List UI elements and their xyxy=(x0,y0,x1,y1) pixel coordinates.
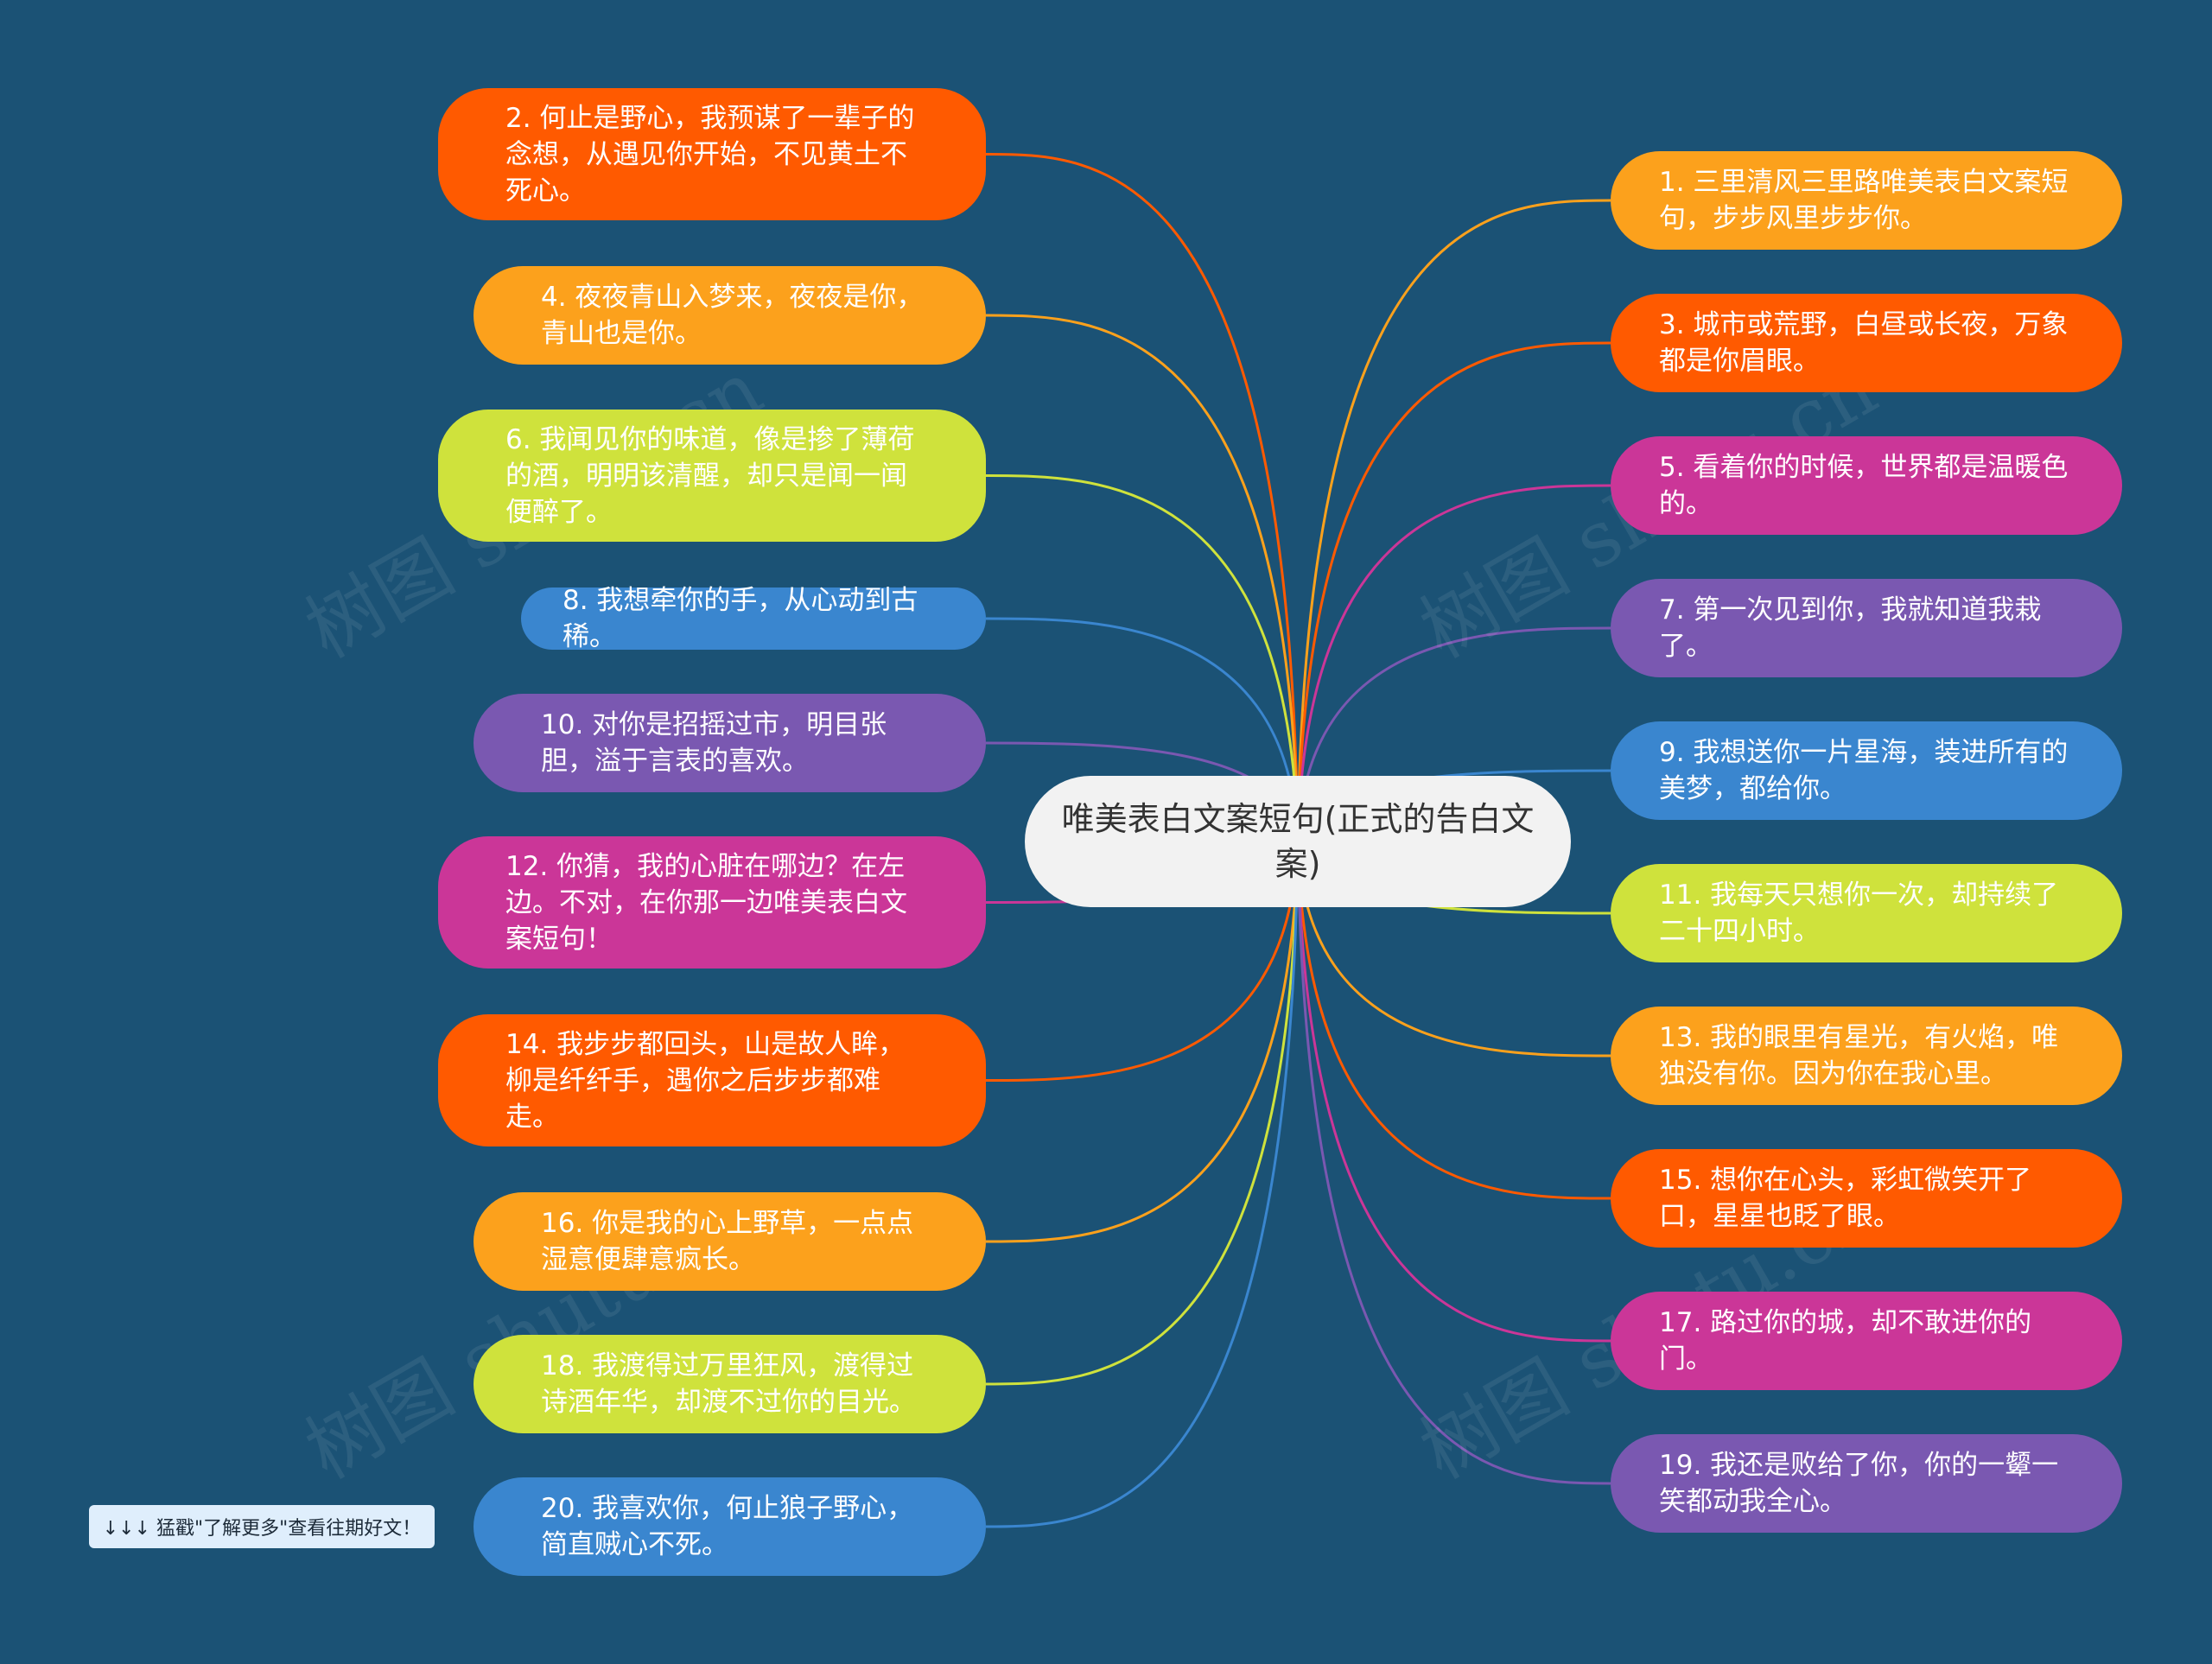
branch-node-14[interactable]: 14. 我步步都回头，山是故人眸，柳是纤纤手，遇你之后步步都难走。 xyxy=(438,1014,986,1146)
learn-more-link[interactable]: ↓↓↓ 猛戳"了解更多"查看往期好文！ xyxy=(89,1505,435,1548)
connector-n7 xyxy=(1296,626,1611,842)
branch-node-10[interactable]: 10. 对你是招摇过市，明目张胆，溢于言表的喜欢。 xyxy=(474,694,986,792)
connector-n20 xyxy=(985,841,1300,1528)
branch-node-6[interactable]: 6. 我闻见你的味道，像是掺了薄荷的酒，明明该清醒，却只是闻一闻便醉了。 xyxy=(438,410,986,542)
branch-label: 12. 你猜，我的心脏在哪边？在左边。不对，在你那一边唯美表白文案短句！ xyxy=(505,850,907,955)
branch-node-19[interactable]: 19. 我还是败给了你，你的一颦一笑都动我全心。 xyxy=(1611,1434,2122,1533)
branch-label: 3. 城市或荒野，白昼或长夜，万象都是你眉眼。 xyxy=(1659,309,2069,377)
branch-label: 19. 我还是败给了你，你的一颦一笑都动我全心。 xyxy=(1659,1450,2059,1517)
branch-label: 5. 看着你的时候，世界都是温暖色的。 xyxy=(1659,452,2069,519)
branch-node-9[interactable]: 9. 我想送你一片星海，装进所有的美梦，都给你。 xyxy=(1611,721,2122,820)
branch-node-8[interactable]: 8. 我想牵你的手，从心动到古稀。 xyxy=(521,585,986,652)
connector-n6 xyxy=(985,474,1300,842)
branch-label: 2. 何止是野心，我预谋了一辈子的念想，从遇见你开始，不见黄土不死心。 xyxy=(505,102,915,206)
branch-label: 13. 我的眼里有星光，有火焰，唯独没有你。因为你在我心里。 xyxy=(1659,1022,2059,1089)
branch-node-12[interactable]: 12. 你猜，我的心脏在哪边？在左边。不对，在你那一边唯美表白文案短句！ xyxy=(438,836,986,969)
branch-label: 15. 想你在心头，彩虹微笑开了口，星星也眨了眼。 xyxy=(1659,1165,2032,1232)
connector-n15 xyxy=(1296,841,1611,1200)
branch-label: 10. 对你是招摇过市，明目张胆，溢于言表的喜欢。 xyxy=(541,709,887,777)
branch-node-2[interactable]: 2. 何止是野心，我预谋了一辈子的念想，从遇见你开始，不见黄土不死心。 xyxy=(438,88,986,220)
connector-n2 xyxy=(985,153,1300,842)
learn-more-label: ↓↓↓ 猛戳"了解更多"查看往期好文！ xyxy=(102,1518,422,1540)
branch-label: 7. 第一次见到你，我就知道我栽了。 xyxy=(1659,594,2042,662)
branch-node-16[interactable]: 16. 你是我的心上野草，一点点湿意便肆意疯长。 xyxy=(474,1192,986,1291)
branch-node-7[interactable]: 7. 第一次见到你，我就知道我栽了。 xyxy=(1611,579,2122,677)
connector-n19 xyxy=(1296,841,1611,1485)
branch-node-20[interactable]: 20. 我喜欢你，何止狼子野心，简直贼心不死。 xyxy=(474,1477,986,1576)
center-topic-label: 唯美表白文案短句(正式的告白文案) xyxy=(1061,800,1535,883)
connector-n17 xyxy=(1296,841,1611,1343)
branch-node-15[interactable]: 15. 想你在心头，彩虹微笑开了口，星星也眨了眼。 xyxy=(1611,1149,2122,1248)
connector-n5 xyxy=(1296,484,1611,842)
branch-node-17[interactable]: 17. 路过你的城，却不敢进你的门。 xyxy=(1611,1292,2122,1390)
branch-node-5[interactable]: 5. 看着你的时候，世界都是温暖色的。 xyxy=(1611,436,2122,535)
branch-label: 1. 三里清风三里路唯美表白文案短句，步步风里步步你。 xyxy=(1659,167,2069,234)
branch-label: 8. 我想牵你的手，从心动到古稀。 xyxy=(563,585,918,652)
branch-node-13[interactable]: 13. 我的眼里有星光，有火焰，唯独没有你。因为你在我心里。 xyxy=(1611,1007,2122,1105)
branch-label: 11. 我每天只想你一次，却持续了二十四小时。 xyxy=(1659,880,2059,947)
branch-node-18[interactable]: 18. 我渡得过万里狂风，渡得过诗酒年华，却渡不过你的目光。 xyxy=(474,1335,986,1433)
branch-node-4[interactable]: 4. 夜夜青山入梦来，夜夜是你，青山也是你。 xyxy=(474,266,986,365)
branch-label: 16. 你是我的心上野草，一点点湿意便肆意疯长。 xyxy=(541,1208,914,1275)
branch-label: 20. 我喜欢你，何止狼子野心，简直贼心不死。 xyxy=(541,1493,914,1560)
branch-label: 9. 我想送你一片星海，装进所有的美梦，都给你。 xyxy=(1659,737,2069,804)
connector-n1 xyxy=(1296,199,1611,842)
connector-n4 xyxy=(985,314,1300,842)
connector-n13 xyxy=(1296,841,1611,1057)
branch-node-1[interactable]: 1. 三里清风三里路唯美表白文案短句，步步风里步步你。 xyxy=(1611,151,2122,250)
connector-n16 xyxy=(985,841,1300,1243)
branch-label: 18. 我渡得过万里狂风，渡得过诗酒年华，却渡不过你的目光。 xyxy=(541,1350,916,1418)
branch-node-11[interactable]: 11. 我每天只想你一次，却持续了二十四小时。 xyxy=(1611,864,2122,962)
branch-node-3[interactable]: 3. 城市或荒野，白昼或长夜，万象都是你眉眼。 xyxy=(1611,294,2122,392)
branch-label: 17. 路过你的城，却不敢进你的门。 xyxy=(1659,1307,2032,1375)
connector-n8 xyxy=(985,617,1300,842)
branch-label: 14. 我步步都回头，山是故人眸，柳是纤纤手，遇你之后步步都难走。 xyxy=(505,1028,906,1133)
connector-n18 xyxy=(985,841,1300,1386)
connector-n3 xyxy=(1296,341,1611,842)
connector-n14 xyxy=(985,841,1300,1082)
branch-label: 4. 夜夜青山入梦来，夜夜是你，青山也是你。 xyxy=(541,282,924,349)
branch-label: 6. 我闻见你的味道，像是掺了薄荷的酒，明明该清醒，却只是闻一闻便醉了。 xyxy=(505,423,915,528)
center-topic-node[interactable]: 唯美表白文案短句(正式的告白文案) xyxy=(1025,776,1571,907)
